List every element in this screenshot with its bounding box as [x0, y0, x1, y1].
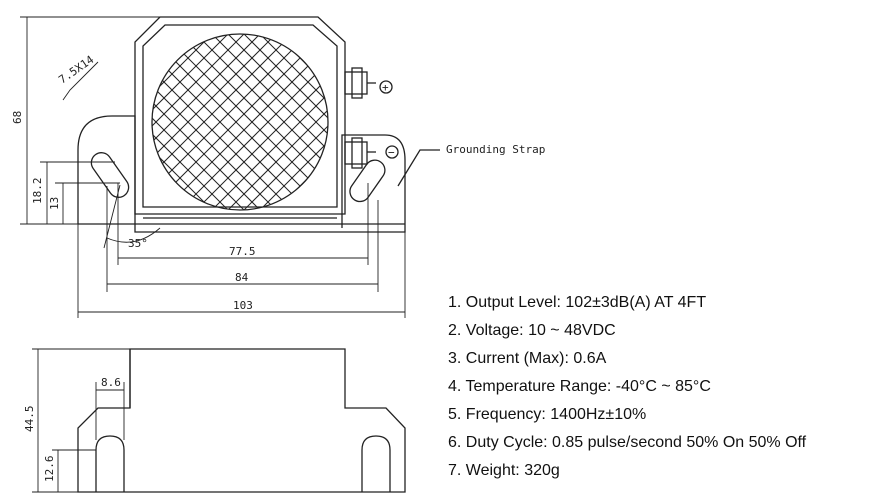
- side-dimension-labels: 44.5 8.6 12.6: [23, 376, 121, 482]
- housing-inner: [142, 24, 338, 208]
- front-dimension-lines: [20, 16, 406, 318]
- grill-mesh: [152, 34, 328, 210]
- spec-duty-cycle: 6. Duty Cycle: 0.85 pulse/second 50% On …: [448, 434, 807, 451]
- spec-voltage: 2. Voltage: 10 ~ 48VDC: [448, 322, 616, 339]
- front-view: [77, 16, 440, 233]
- side-right-slot: [361, 435, 391, 492]
- terminal-symbols: + −: [382, 81, 395, 159]
- dim-44-5: 44.5: [23, 406, 36, 433]
- dim-103: 103: [233, 299, 253, 312]
- dim-68: 68: [11, 111, 24, 124]
- negative-terminal: [344, 137, 399, 169]
- dim-8-6: 8.6: [101, 376, 121, 389]
- speaker-grill: [151, 33, 329, 211]
- dim-12-6: 12.6: [43, 456, 56, 483]
- spec-current: 3. Current (Max): 0.6A: [448, 350, 607, 367]
- side-view: [77, 348, 406, 493]
- housing-outer: [134, 16, 346, 215]
- side-housing: [77, 348, 406, 493]
- spec-weight: 7. Weight: 320g: [448, 462, 560, 479]
- side-left-slot: [95, 435, 125, 492]
- grounding-strap-label: Grounding Strap: [446, 143, 545, 156]
- positive-terminal: [344, 67, 393, 99]
- dim-84: 84: [235, 271, 249, 284]
- negative-symbol: −: [388, 146, 395, 159]
- side-dimension-lines: [32, 348, 130, 493]
- positive-symbol: +: [382, 81, 389, 94]
- spec-output-level: 1. Output Level: 102±3dB(A) AT 4FT: [448, 294, 707, 311]
- right-mount-slot: [349, 159, 386, 203]
- dim-77-5: 77.5: [229, 245, 256, 258]
- left-mount-slot: [90, 152, 130, 198]
- dim-angle: 35°: [128, 237, 148, 250]
- dim-18-2: 18.2: [31, 178, 44, 205]
- spec-frequency: 5. Frequency: 1400Hz±10%: [448, 406, 647, 423]
- spec-temperature-range: 4. Temperature Range: -40°C ~ 85°C: [448, 378, 711, 395]
- specifications-list: 1. Output Level: 102±3dB(A) AT 4FT 2. Vo…: [448, 289, 888, 485]
- mounting-bracket-outline: [77, 115, 406, 233]
- dim-13: 13: [48, 197, 61, 210]
- grounding-strap-leader: [397, 149, 440, 187]
